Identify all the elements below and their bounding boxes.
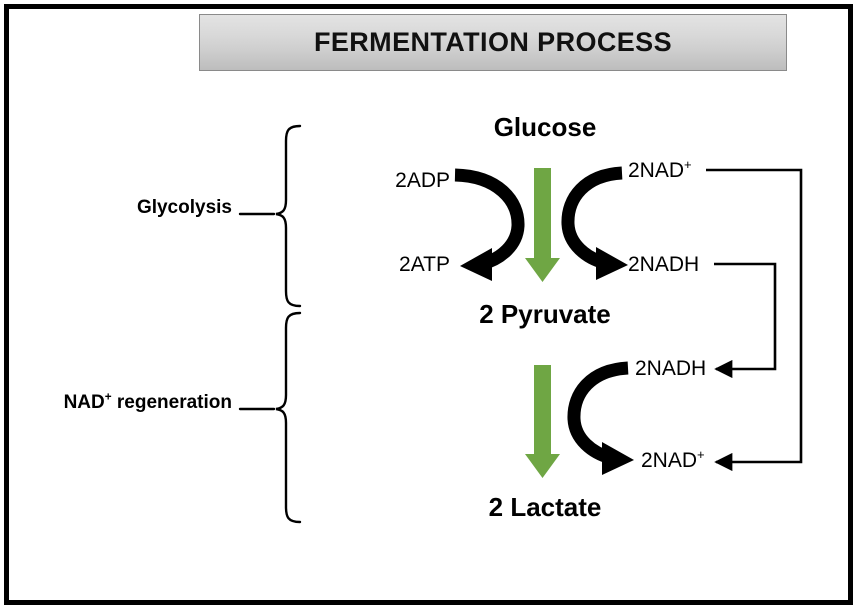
superscript-plus: +: [104, 390, 112, 404]
nad-text: 2NAD: [641, 449, 698, 472]
cofactor-label-nad-plus-glycolysis: 2NAD+: [628, 157, 692, 182]
cofactor-label-atp: 2ATP: [399, 253, 450, 276]
phase-label-glycolysis: Glycolysis: [136, 197, 232, 218]
superscript-plus: +: [684, 157, 692, 172]
metabolite-label-lactate: 2 Lactate: [488, 492, 602, 522]
metabolite-label-glucose: Glucose: [493, 112, 597, 142]
phase-label-nad-regeneration: NAD+ regeneration: [63, 390, 232, 413]
diagram-frame-border: [4, 4, 853, 605]
cofactor-label-adp: 2ADP: [395, 169, 450, 192]
cofactor-label-nadh-glycolysis: 2NADH: [628, 253, 700, 276]
nad-text: 2NAD: [628, 159, 685, 182]
title-banner: FERMENTATION PROCESS: [199, 14, 787, 71]
cofactor-label-nad-plus-fermentation: 2NAD+: [641, 447, 705, 472]
phase-label-regeneration-text: regeneration: [111, 392, 232, 413]
page-title: FERMENTATION PROCESS: [313, 27, 672, 57]
cofactor-label-nadh-fermentation: 2NADH: [635, 357, 707, 380]
phase-label-nad-text: NAD: [63, 392, 105, 413]
metabolite-label-pyruvate: 2 Pyruvate: [479, 299, 611, 329]
superscript-plus: +: [697, 447, 705, 462]
